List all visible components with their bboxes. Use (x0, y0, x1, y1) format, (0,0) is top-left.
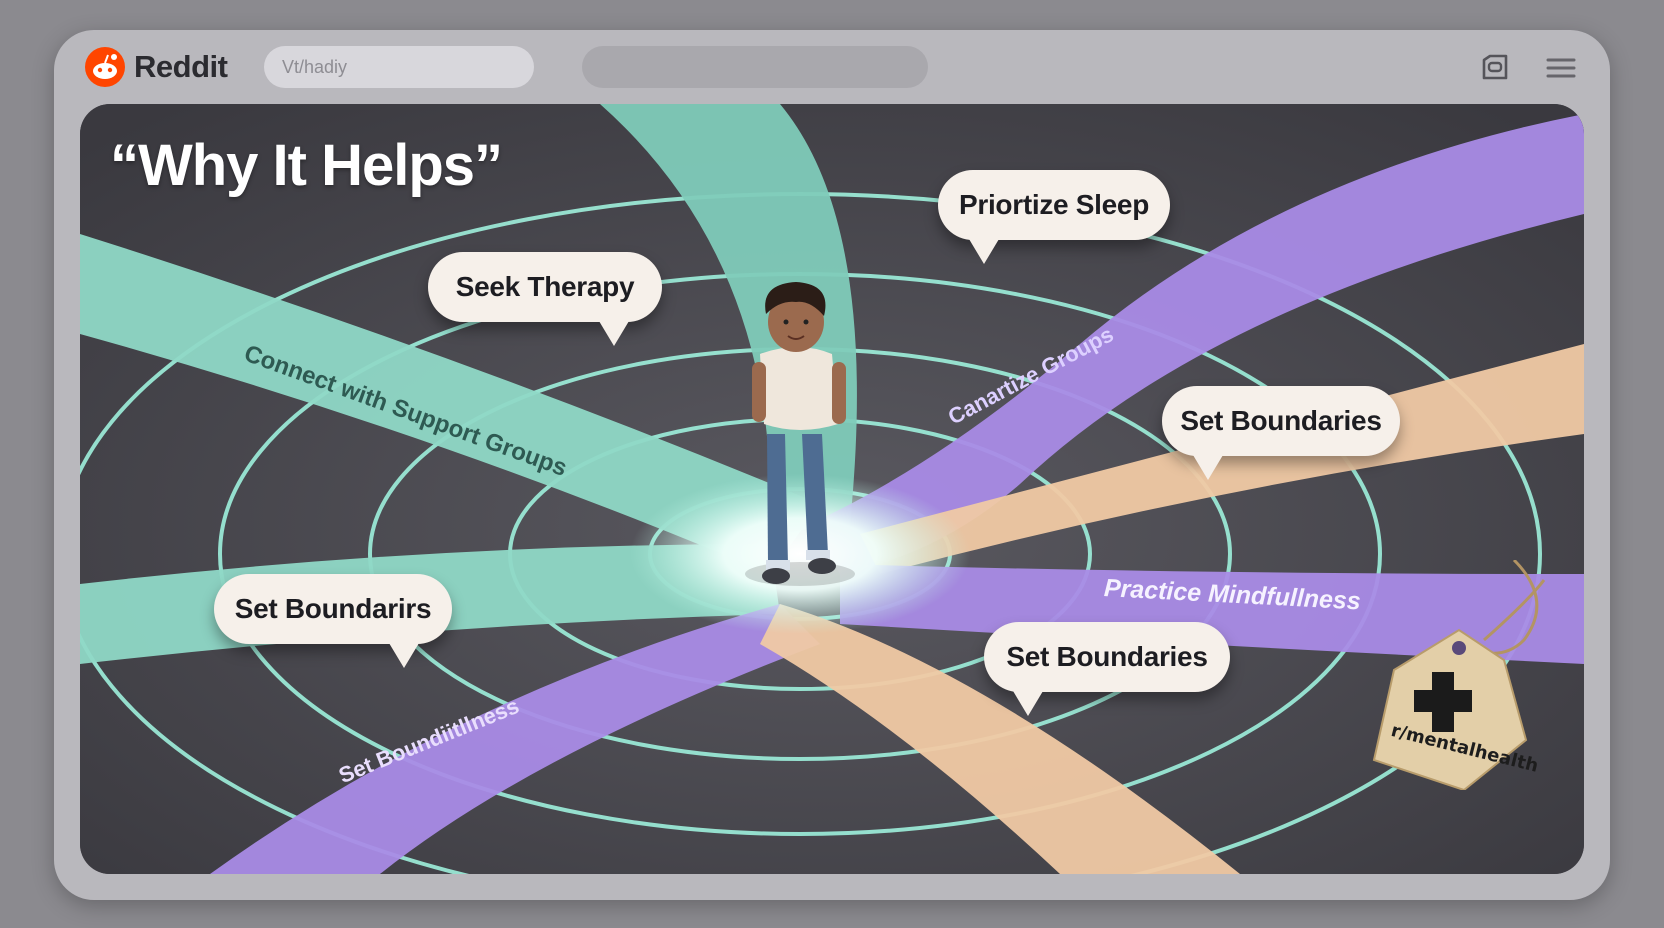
bubble-set-boundaries-left-text: Set Boundarirs (234, 593, 432, 624)
subreddit-tag (1372, 560, 1546, 790)
tabs-icon[interactable] (1478, 52, 1512, 84)
logo-text: Reddit (134, 49, 228, 84)
reddit-logo-icon (85, 47, 125, 87)
bubble-seek-therapy: Seek Therapy (428, 252, 662, 346)
browser-window: Reddit Vt/hadiy (54, 30, 1610, 900)
reddit-logo[interactable]: Reddit (84, 46, 228, 88)
illustration-canvas: “Why It Helps” Connect with Support Grou… (80, 104, 1584, 874)
page-title: “Why It Helps” (110, 133, 503, 198)
bubble-prioritize-sleep-text: Priortize Sleep (958, 189, 1149, 220)
bubble-seek-therapy-text: Seek Therapy (455, 271, 635, 302)
bubble-set-boundaries-right: Set Boundaries (1162, 386, 1400, 480)
medical-cross-icon (1414, 672, 1472, 732)
bubble-set-boundaries-bottom-text: Set Boundaries (1006, 641, 1208, 672)
person-figure (745, 282, 855, 586)
bubble-set-boundaries-left: Set Boundarirs (214, 574, 452, 668)
bubble-set-boundaries-bottom: Set Boundaries (984, 622, 1230, 716)
search-bar[interactable] (582, 46, 928, 88)
hamburger-menu-icon[interactable] (1544, 52, 1578, 84)
browser-toolbar: Reddit Vt/hadiy (54, 30, 1610, 104)
bubble-set-boundaries-right-text: Set Boundaries (1180, 405, 1382, 436)
url-bar[interactable]: Vt/hadiy (264, 46, 534, 88)
bubble-prioritize-sleep: Priortize Sleep (938, 170, 1170, 264)
